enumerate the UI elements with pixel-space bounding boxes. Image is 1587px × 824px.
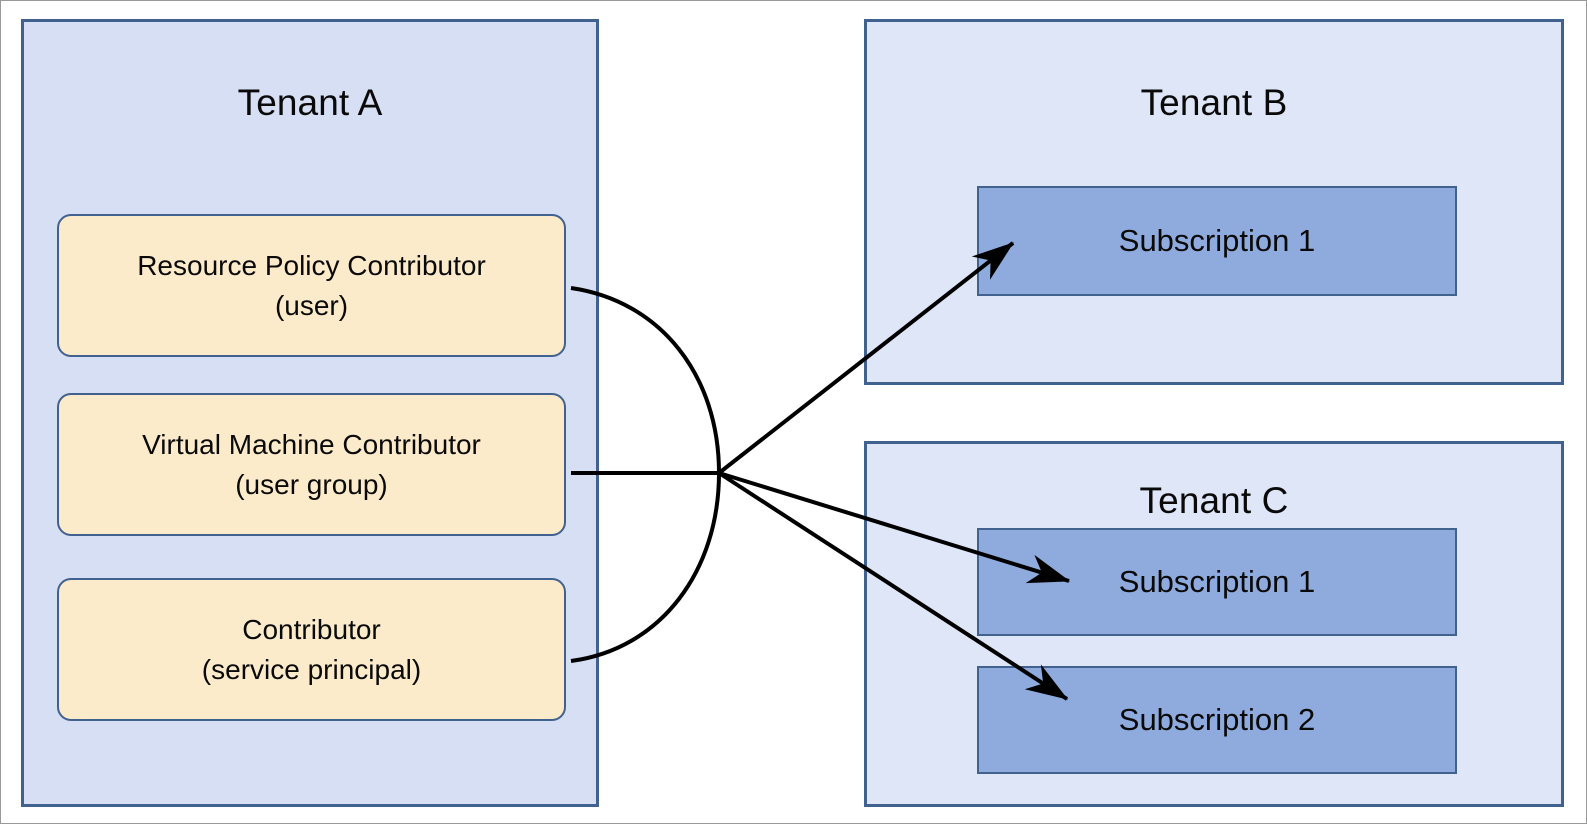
role-name: Resource Policy Contributor <box>137 249 486 281</box>
tenant-b-container: Tenant B Subscription 1 <box>864 19 1564 385</box>
tenant-c-container: Tenant C Subscription 1 Subscription 2 <box>864 441 1564 807</box>
role-principal: (user) <box>274 289 349 321</box>
role-name: Virtual Machine Contributor <box>142 428 481 460</box>
role-principal: (service principal) <box>201 653 422 685</box>
tenant-a-container: Tenant A Resource Policy Contributor (us… <box>21 19 599 807</box>
role-box-virtual-machine-contributor[interactable]: Virtual Machine Contributor (user group) <box>57 393 566 536</box>
subscription-box-tenant-c-subscription-1[interactable]: Subscription 1 <box>977 528 1457 636</box>
subscription-label: Subscription 1 <box>1118 564 1316 599</box>
tenant-c-title: Tenant C <box>1139 480 1289 521</box>
tenant-b-title: Tenant B <box>1140 82 1288 123</box>
tenant-a-title: Tenant A <box>237 82 383 123</box>
subscription-label: Subscription 2 <box>1118 702 1316 737</box>
role-box-resource-policy-contributor[interactable]: Resource Policy Contributor (user) <box>57 214 566 357</box>
role-box-contributor[interactable]: Contributor (service principal) <box>57 578 566 721</box>
subscription-box-tenant-c-subscription-2[interactable]: Subscription 2 <box>977 666 1457 774</box>
role-name: Contributor <box>242 613 381 645</box>
subscription-label: Subscription 1 <box>1118 223 1316 258</box>
subscription-box-tenant-b-subscription-1[interactable]: Subscription 1 <box>977 186 1457 296</box>
role-principal: (user group) <box>235 468 388 500</box>
